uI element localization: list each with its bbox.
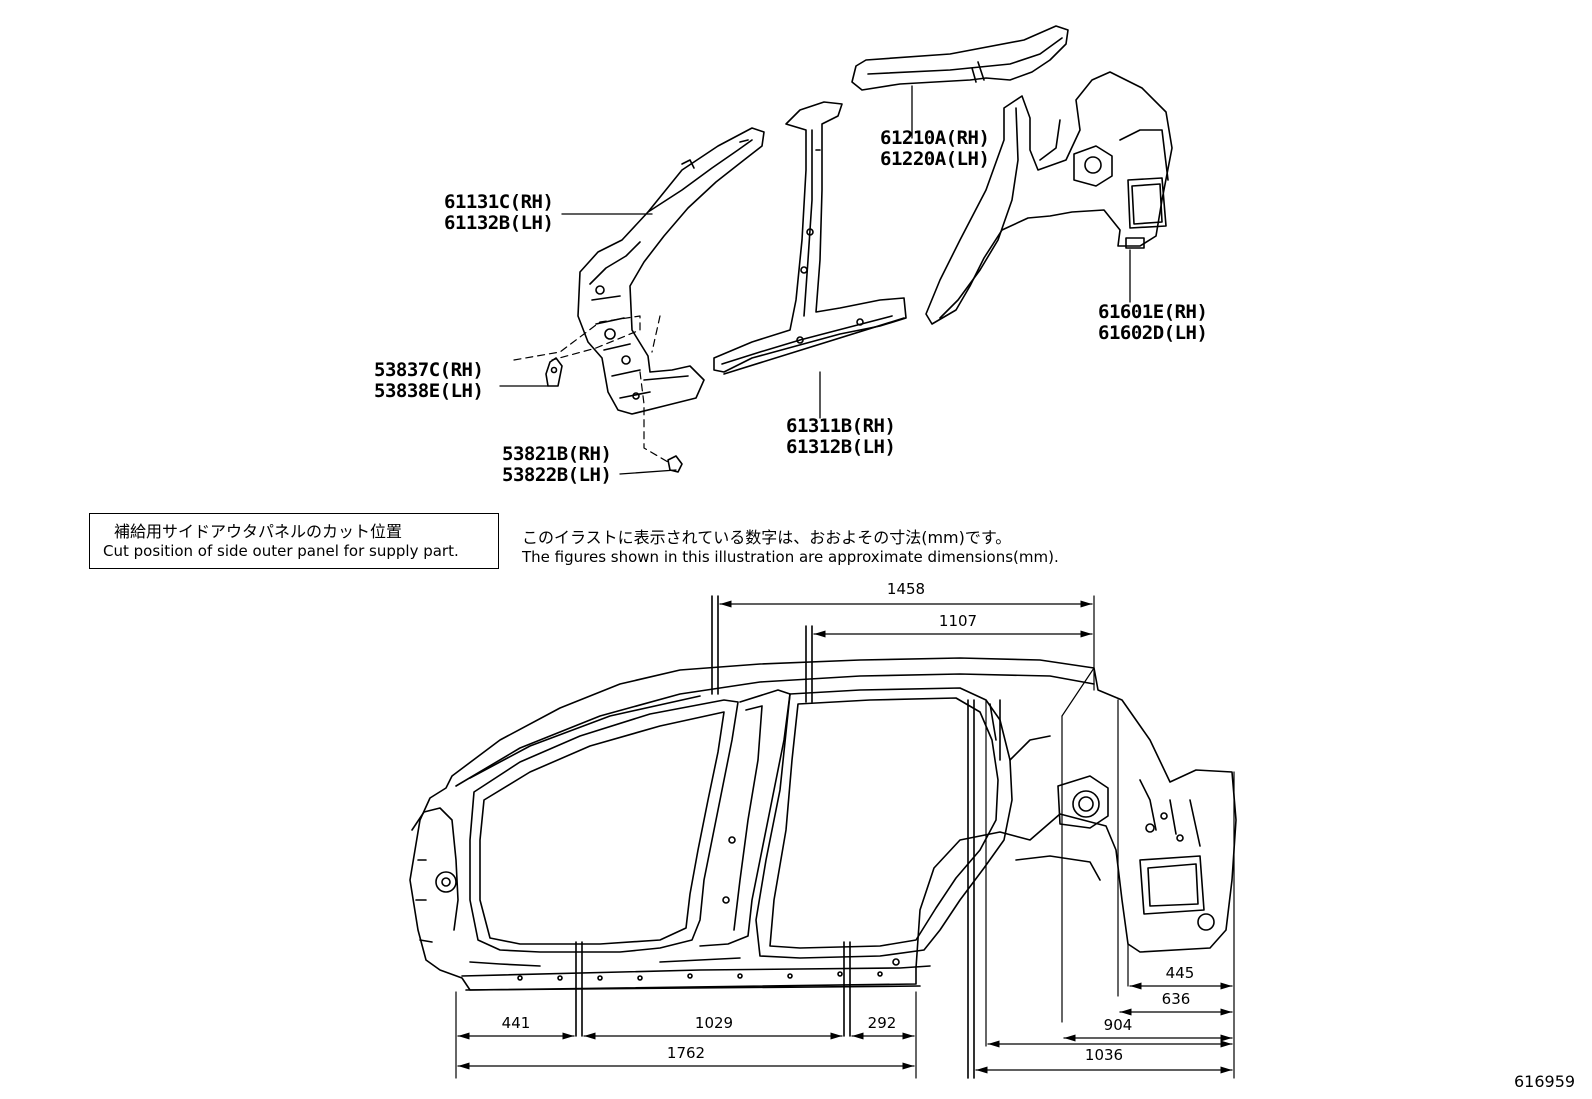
dim-1107: 1107 (938, 612, 978, 630)
part-lh: 61312B(LH) (786, 436, 896, 458)
dim-292: 292 (867, 1014, 897, 1032)
dimension-note-en: The figures shown in this illustration a… (522, 548, 1059, 566)
cut-position-note-box: 補給用サイドアウタパネルのカット位置 Cut position of side … (89, 513, 499, 569)
part-rh: 61131C(RH) (444, 191, 554, 213)
part-label-61601: 61601E(RH) 61602D(LH) (1098, 301, 1208, 344)
front-pillar-part (577, 127, 765, 415)
dim-1762: 1762 (666, 1044, 706, 1062)
part-lh: 61132B(LH) (444, 212, 554, 234)
part-lh: 53822B(LH) (502, 464, 612, 486)
bracket-53821-part (667, 455, 683, 473)
roof-rail-part (851, 25, 1069, 91)
part-lh: 61602D(LH) (1098, 322, 1208, 344)
dimension-lines (457, 600, 1233, 1074)
dimension-note-jp: このイラストに表示されている数字は、おおよその寸法(mm)です。 (522, 528, 1012, 547)
cut-position-note-jp: 補給用サイドアウタパネルのカット位置 (114, 522, 403, 541)
leader-lines (499, 85, 1131, 475)
part-rh: 61601E(RH) (1098, 301, 1208, 323)
dim-636: 636 (1161, 990, 1191, 1008)
dim-441: 441 (501, 1014, 531, 1032)
dim-445: 445 (1165, 964, 1195, 982)
dim-904: 904 (1103, 1016, 1133, 1034)
part-rh: 53821B(RH) (502, 443, 612, 465)
cut-position-note-en: Cut position of side outer panel for sup… (103, 542, 459, 560)
dim-1036: 1036 (1084, 1046, 1124, 1064)
quarter-panel-part (925, 71, 1173, 325)
cut-lines (575, 595, 975, 1079)
attach-lines (513, 315, 669, 463)
center-pillar-part (713, 101, 907, 375)
part-label-53821: 53821B(RH) 53822B(LH) (502, 443, 612, 486)
part-lh: 53838E(LH) (374, 380, 484, 402)
side-body-panel (409, 657, 1237, 991)
part-rh: 61210A(RH) (880, 127, 990, 149)
dim-1029: 1029 (694, 1014, 734, 1032)
part-label-61131: 61131C(RH) 61132B(LH) (444, 191, 554, 234)
part-rh: 61311B(RH) (786, 415, 896, 437)
bracket-53837-part (545, 357, 563, 387)
part-rh: 53837C(RH) (374, 359, 484, 381)
part-label-53837: 53837C(RH) 53838E(LH) (374, 359, 484, 402)
extension-lines (455, 595, 1235, 1079)
part-label-61210: 61210A(RH) 61220A(LH) (880, 127, 990, 170)
part-lh: 61220A(LH) (880, 148, 990, 170)
part-label-61311: 61311B(RH) 61312B(LH) (786, 415, 896, 458)
dim-1458: 1458 (886, 580, 926, 598)
illustration-id: 616959 (1514, 1072, 1576, 1091)
